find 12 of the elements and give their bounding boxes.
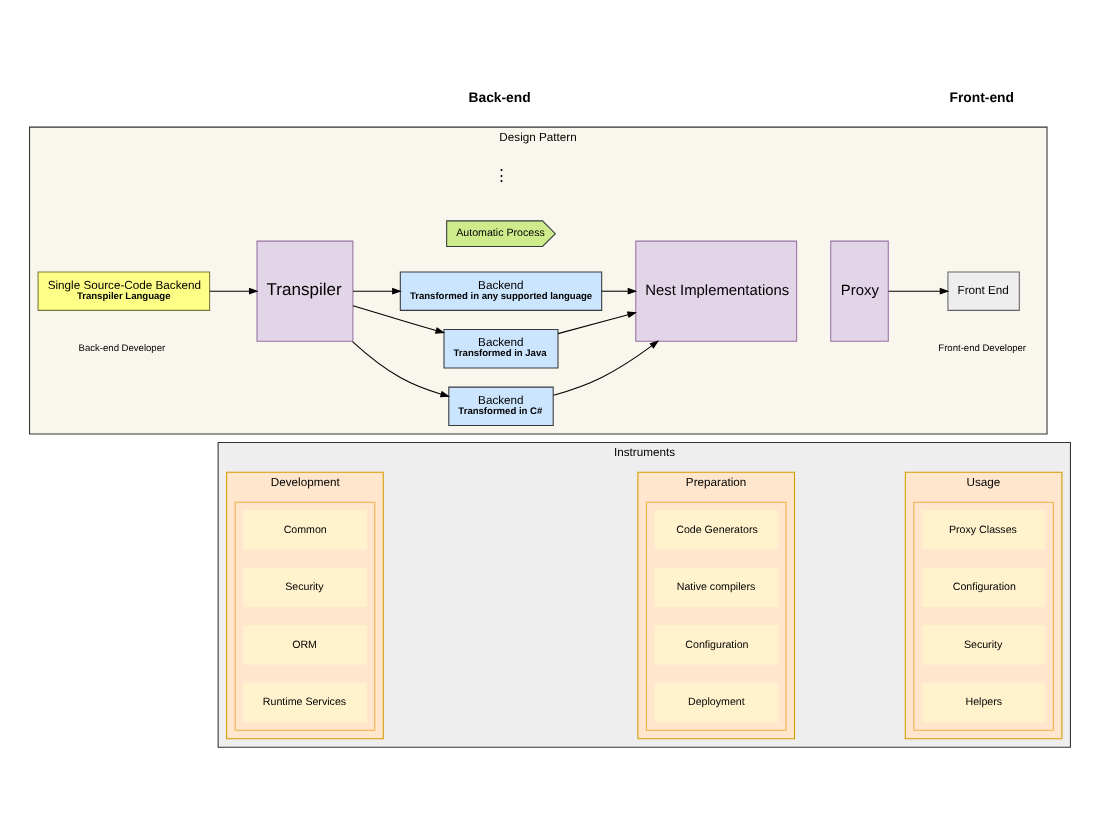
arrow [557, 311, 638, 335]
cluster [234, 501, 376, 731]
arrow [352, 305, 446, 334]
arrow [553, 340, 660, 396]
arrow [209, 287, 259, 295]
arrow [352, 341, 451, 398]
cluster [913, 501, 1054, 731]
cluster [645, 501, 787, 731]
arrow [352, 287, 402, 295]
arrow [601, 287, 638, 295]
node-box: Transpiler [256, 240, 354, 342]
arrow [888, 287, 950, 295]
